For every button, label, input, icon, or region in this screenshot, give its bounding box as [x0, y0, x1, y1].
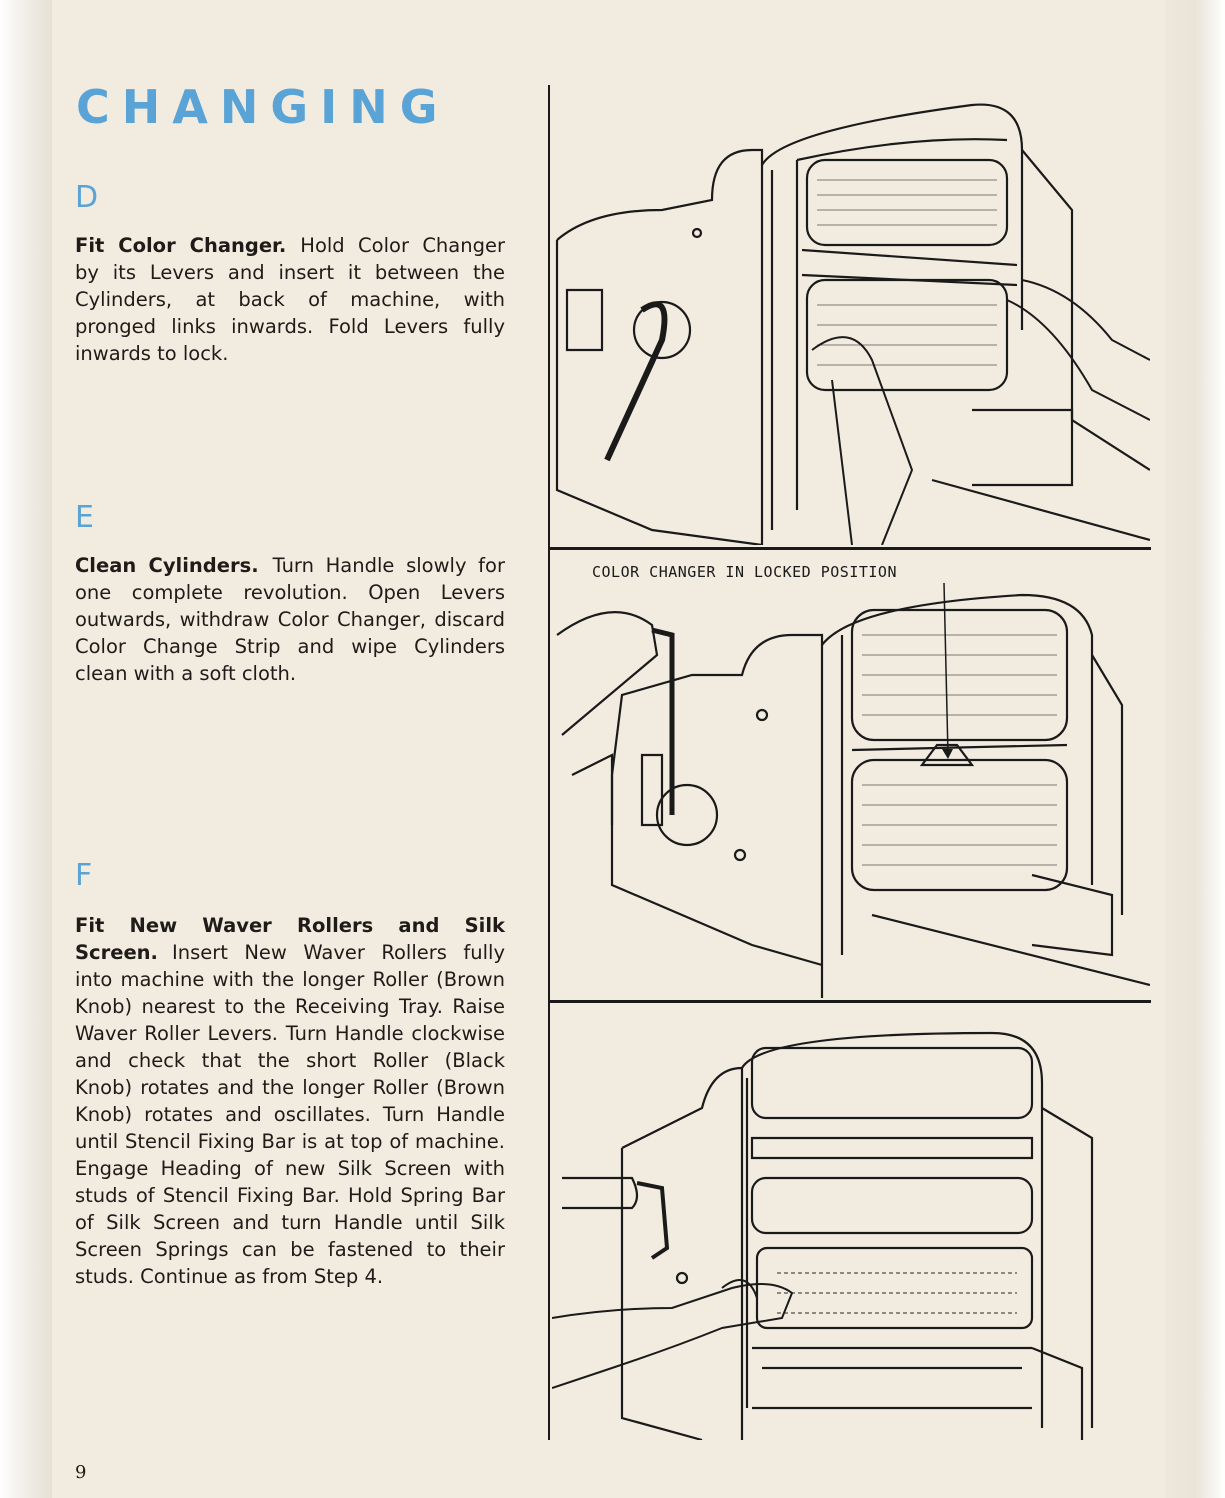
page-edge-left — [0, 0, 52, 1498]
callout-color-changer-locked: COLOR CHANGER IN LOCKED POSITION — [592, 563, 897, 581]
step-d-body: Hold Color Changer by its Levers and ins… — [75, 234, 505, 365]
illustration-color-changer-locked — [556, 582, 1150, 998]
page-title: CHANGING — [76, 80, 450, 134]
step-e-body: Turn Handle slowly for one complete revo… — [75, 554, 505, 685]
step-d-text: Fit Color Changer.Hold Color Changer by … — [75, 232, 505, 367]
illustration-fit-color-changer — [555, 103, 1150, 545]
illustration-divider-vertical — [548, 85, 550, 1440]
illustration-divider-2 — [548, 1000, 1151, 1003]
illustration-fit-silk-screen — [552, 1031, 1094, 1440]
page-edge-right — [1165, 0, 1225, 1498]
illustration-divider-1 — [548, 547, 1151, 550]
step-letter-e: E — [75, 500, 94, 535]
step-letter-d: D — [75, 180, 99, 215]
page-number: 9 — [75, 1462, 87, 1483]
step-letter-f: F — [75, 858, 93, 893]
step-e-text: Clean Cylinders.Turn Handle slowly for o… — [75, 552, 505, 687]
step-f-title: Fit New Waver Rollers and Silk Screen. — [75, 914, 505, 964]
step-f-text: Fit New Waver Rollers and Silk Screen.In… — [75, 912, 505, 1290]
step-e-title: Clean Cylinders. — [75, 554, 259, 577]
step-f-body: Insert New Waver Rollers fully into mach… — [75, 941, 505, 1288]
step-d-title: Fit Color Changer. — [75, 234, 287, 257]
